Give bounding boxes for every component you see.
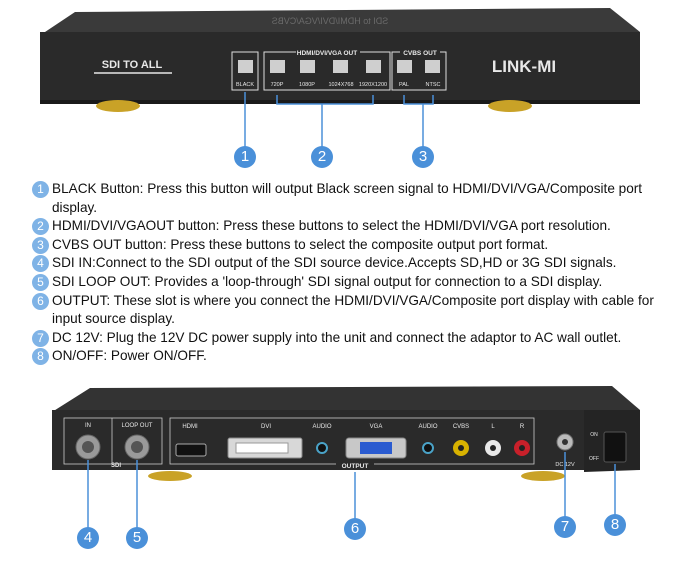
device-title-label: SDI TO ALL [102, 59, 163, 71]
label-1080p: 1080P [299, 82, 315, 88]
black-button-label: BLACK [236, 82, 254, 88]
cvbs-group-label: CVBS OUT [403, 50, 437, 57]
back-top-surface [52, 386, 640, 412]
label-audio-1: AUDIO [312, 424, 331, 430]
callout-4: 4 [77, 527, 99, 549]
label-vga: VGA [370, 424, 383, 430]
label-loop-out: LOOP OUT [122, 423, 153, 429]
label-off: OFF [589, 456, 599, 462]
callout-8: 8 [604, 514, 626, 536]
foot [96, 100, 140, 112]
label-ntsc: NTSC [426, 82, 441, 88]
callout-2: 2 [311, 146, 333, 168]
callout-1: 1 [234, 146, 256, 168]
button-1024x768[interactable] [333, 60, 348, 73]
label-1920x1200: 1920X1200 [359, 82, 387, 88]
callout-3: 3 [412, 146, 434, 168]
label-cvbs: CVBS [453, 424, 469, 430]
button-pal[interactable] [397, 60, 412, 73]
label-720p: 720P [271, 82, 284, 88]
label-pal: PAL [399, 82, 409, 88]
label-audio-2: AUDIO [418, 424, 437, 430]
foot [148, 471, 192, 481]
callout-7: 7 [554, 516, 576, 538]
label-r: R [520, 424, 525, 430]
audio-jack-1[interactable] [316, 442, 328, 454]
device-top-surface [42, 8, 640, 34]
label-1024x768: 1024X768 [328, 82, 353, 88]
label-sdi-in: IN [85, 423, 91, 429]
button-1920x1200[interactable] [366, 60, 381, 73]
hdmi-group-label: HDMI/DVI/VGA OUT [297, 50, 357, 57]
brand-logo: LINK-MI [492, 57, 556, 76]
foot [488, 100, 532, 112]
black-button-frame [231, 51, 259, 91]
label-l: L [491, 424, 495, 430]
label-hdmi: HDMI [182, 424, 198, 430]
label-on: ON [590, 432, 598, 438]
label-dvi: DVI [261, 424, 271, 430]
foot [521, 471, 565, 481]
button-ntsc[interactable] [425, 60, 440, 73]
button-720p[interactable] [270, 60, 285, 73]
back-device-illustration: IN LOOP OUT SDI HDMI DVI AUDIO VGA AUDIO… [52, 386, 640, 530]
callout-6: 6 [344, 518, 366, 540]
black-button[interactable] [238, 60, 253, 73]
top-device-illustration: SDI to HDMI/DVI/VGA/CVBS SDI TO ALL LINK… [40, 8, 640, 148]
mirrored-top-text: SDI to HDMI/DVI/VGA/CVBS [272, 16, 389, 26]
hdmi-port[interactable] [175, 443, 207, 457]
callout-5: 5 [126, 527, 148, 549]
label-output: OUTPUT [342, 463, 369, 470]
button-1080p[interactable] [300, 60, 315, 73]
label-sdi: SDI [111, 463, 121, 469]
power-switch[interactable] [603, 431, 627, 463]
audio-jack-2[interactable] [422, 442, 434, 454]
